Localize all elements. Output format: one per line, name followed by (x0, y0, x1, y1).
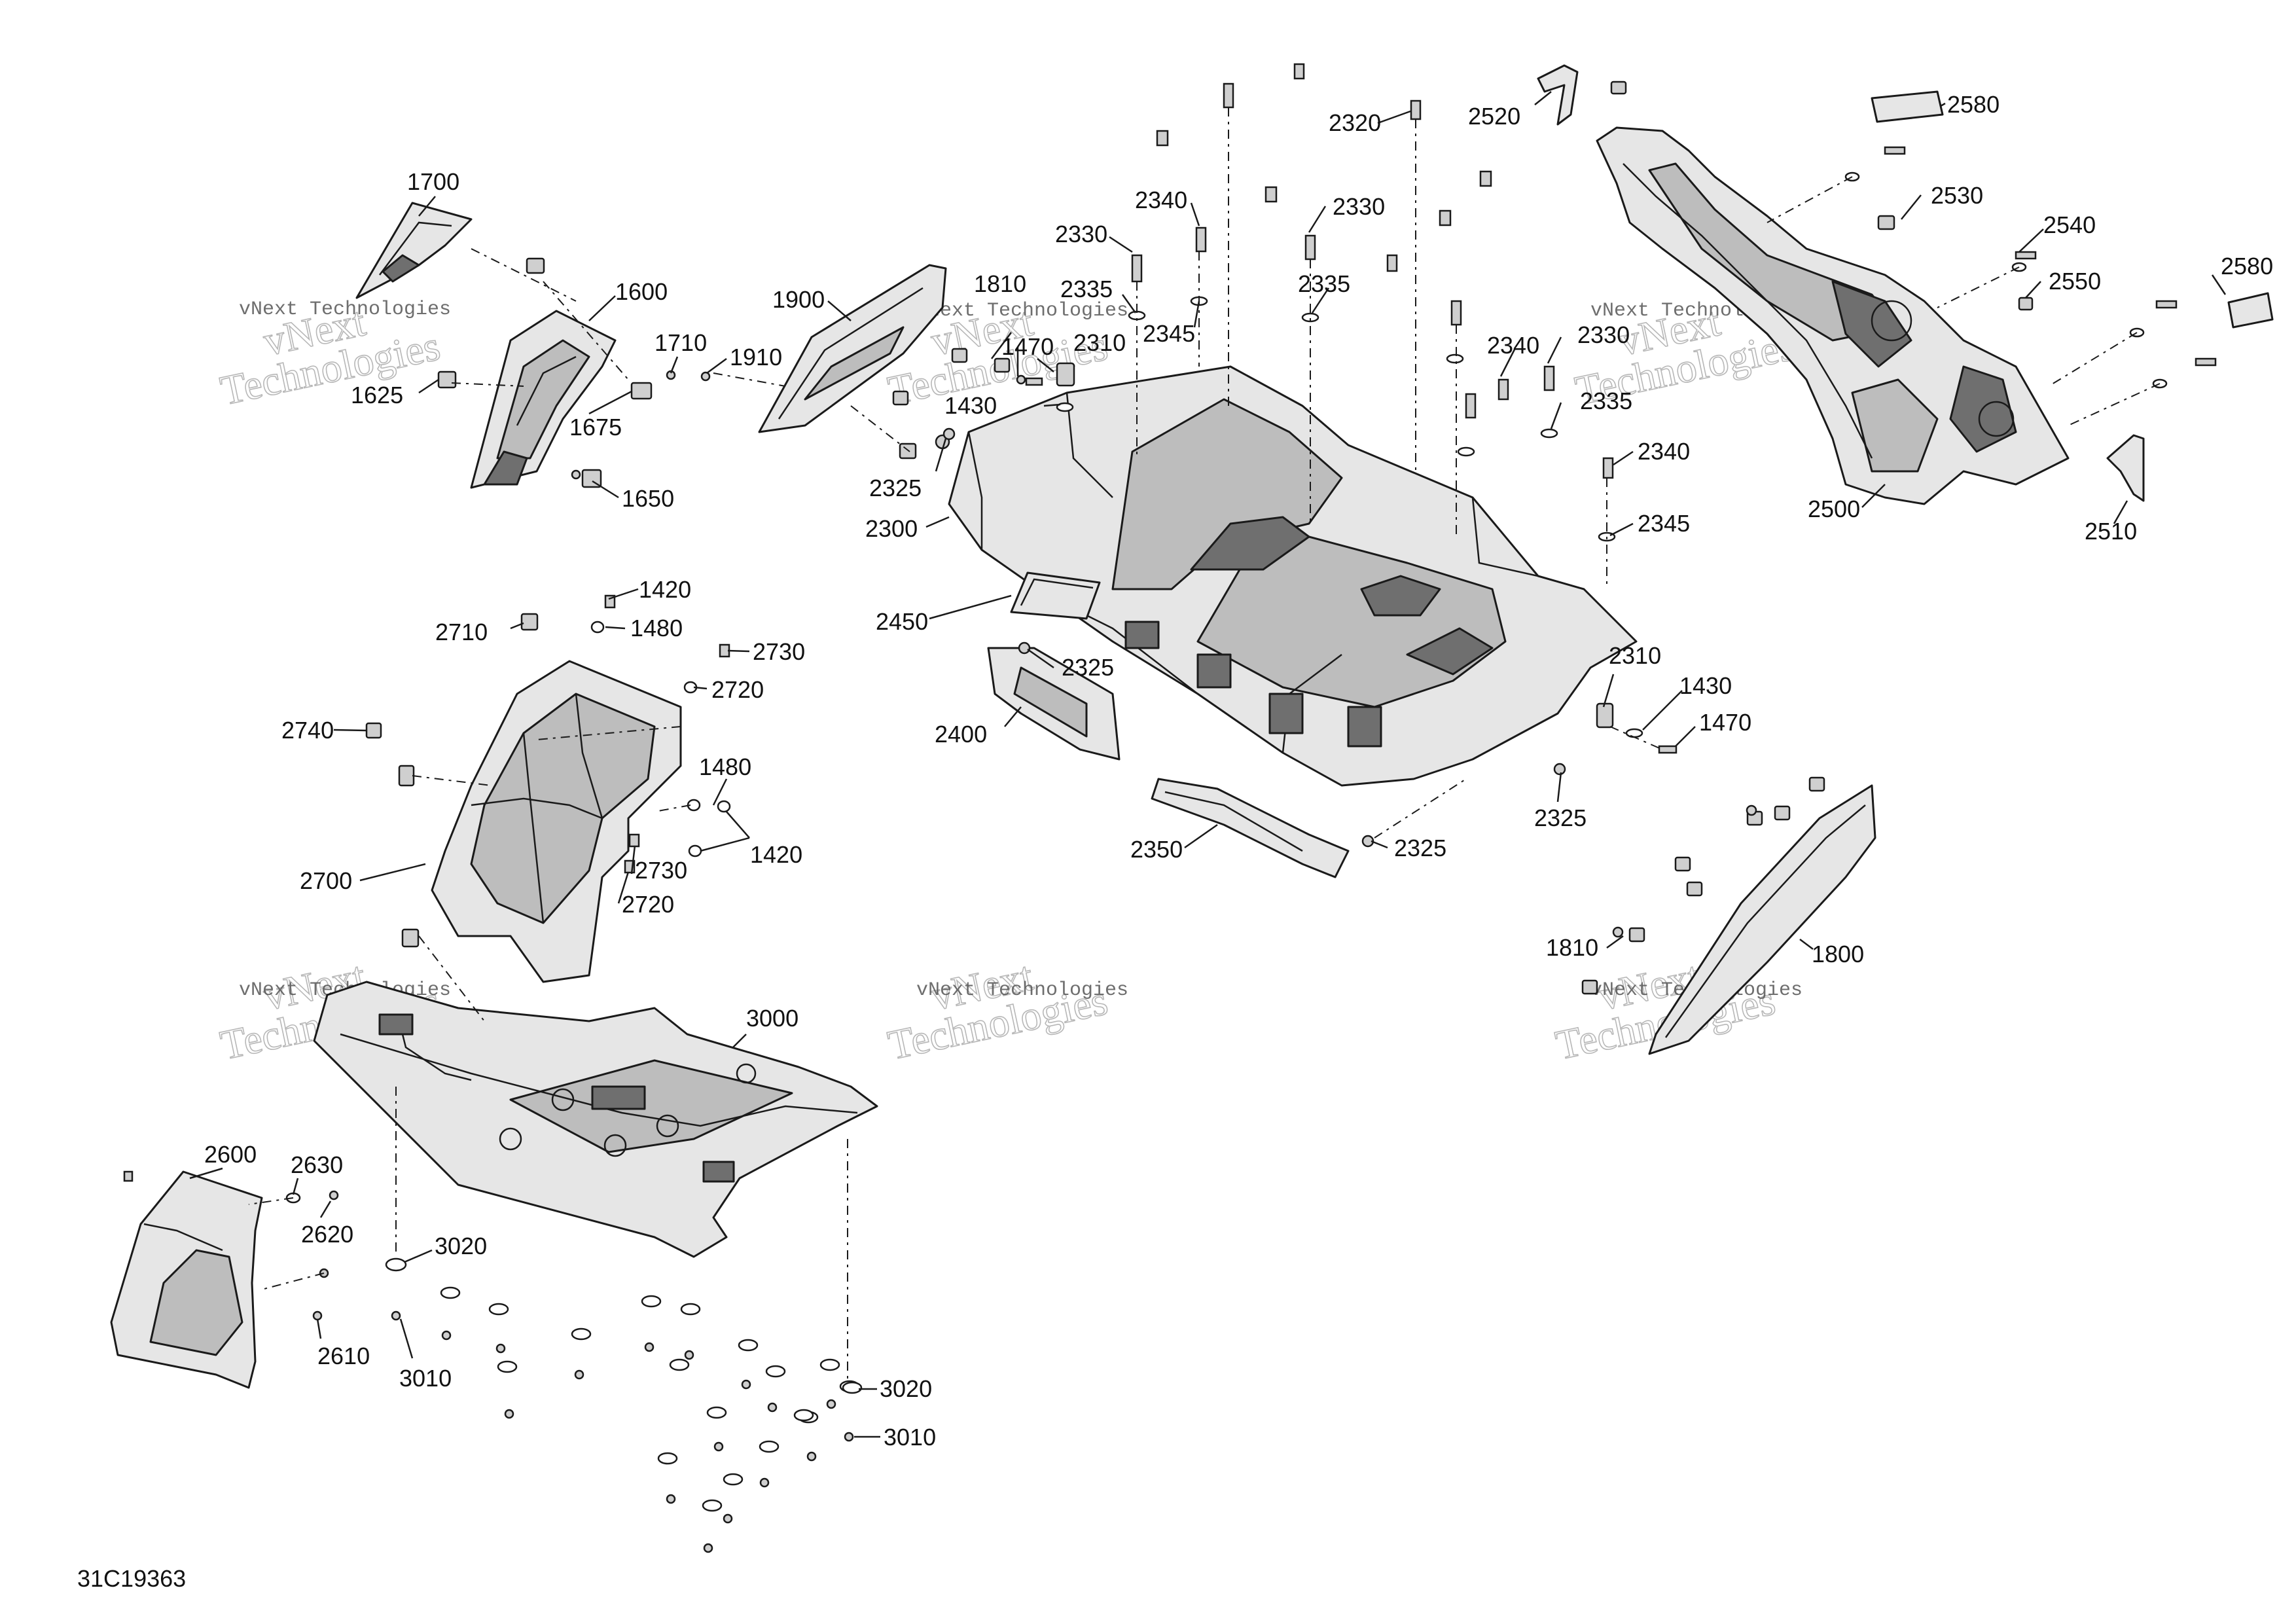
callout-2330-b: 2330 (1333, 193, 1385, 220)
callout-2350: 2350 (1130, 836, 1183, 863)
callout-1480-b: 1480 (699, 753, 751, 780)
callout-2310-b: 2310 (1609, 642, 1661, 669)
part-1800-panel (1648, 784, 1876, 1055)
callout-2540: 2540 (2043, 211, 2096, 238)
callout-2720-b: 2720 (622, 891, 674, 918)
callout-2530: 2530 (1931, 182, 1983, 209)
callout-1430-top: 1430 (944, 392, 997, 419)
watermark-small: vNext Technologies (239, 298, 451, 321)
callout-2340-a: 2340 (1135, 187, 1187, 213)
part-1600-side-panel (470, 310, 617, 489)
callout-2335-b: 2335 (1298, 270, 1350, 297)
part-2520-bracket (1537, 64, 1579, 126)
part-2510-bracket (2106, 434, 2145, 502)
callout-2730-a: 2730 (753, 638, 805, 665)
callout-2340-c: 2340 (1638, 438, 1690, 465)
callout-2330-a: 2330 (1055, 221, 1107, 247)
callout-1800: 1800 (1812, 941, 1864, 967)
callout-2630: 2630 (291, 1151, 343, 1178)
callout-3000: 3000 (746, 1005, 798, 1032)
callout-1650: 1650 (622, 485, 674, 512)
hardware-2300-lower (942, 362, 1677, 848)
callout-1470-b: 1470 (1699, 709, 1751, 736)
callout-1625: 1625 (351, 382, 403, 408)
callout-2720-a: 2720 (711, 676, 764, 703)
callout-1810-top: 1810 (974, 270, 1026, 297)
leader-lines (189, 91, 2227, 1438)
fastener-field-3010-3020 (385, 1257, 863, 1553)
callout-2320: 2320 (1329, 109, 1381, 136)
part-1900-panel (758, 264, 947, 433)
callout-3010-b: 3010 (884, 1424, 936, 1451)
callout-2310-top: 2310 (1073, 329, 1126, 356)
callout-1810-b: 1810 (1546, 934, 1598, 961)
part-3000-skid-plate (313, 981, 878, 1258)
callout-1710: 1710 (655, 329, 707, 356)
callout-2580-a: 2580 (1947, 91, 2000, 118)
callout-3020-a: 3020 (435, 1233, 487, 1259)
diagram-reference-code: 31C19363 (77, 1565, 186, 1592)
callout-2580-b: 2580 (2221, 253, 2273, 280)
callout-2335-a: 2335 (1060, 276, 1113, 302)
part-2300-cargo-box (948, 365, 1638, 787)
callout-1420-a: 1420 (639, 576, 691, 603)
callout-1910: 1910 (730, 344, 782, 370)
callout-2325-b: 2325 (1062, 654, 1114, 681)
watermark-small: vNext Technologies (916, 300, 1128, 322)
callout-2520: 2520 (1468, 103, 1520, 130)
callout-1480-a: 1480 (630, 615, 683, 641)
callout-2740: 2740 (281, 717, 334, 744)
part-2500-rear-frame (1596, 126, 2070, 505)
watermark-small: vNext Technologies (916, 979, 1128, 1001)
part-2580-tag (1871, 90, 1944, 123)
callout-2325-c: 2325 (1534, 804, 1587, 831)
callout-2450: 2450 (876, 608, 928, 635)
callout-2325-d: 2325 (1394, 835, 1446, 861)
callout-2730-b: 2730 (635, 857, 687, 884)
callout-2325-a: 2325 (869, 475, 922, 501)
callout-2610: 2610 (317, 1343, 370, 1369)
callout-3010-a: 3010 (399, 1365, 452, 1392)
part-1700-panel (355, 202, 473, 299)
hardware-1800-group (1581, 776, 1825, 995)
callout-3020-b: 3020 (880, 1375, 932, 1402)
callout-2345-b: 2345 (1638, 510, 1690, 537)
callout-2500: 2500 (1808, 496, 1860, 522)
callout-2335-c: 2335 (1580, 388, 1632, 414)
part-2600-guard (110, 1170, 263, 1389)
callout-1700: 1700 (407, 168, 459, 195)
hardware-2700-group (365, 594, 731, 948)
part-2450-cover (1010, 571, 1101, 620)
callout-2620: 2620 (301, 1221, 353, 1248)
callout-2340-b: 2340 (1487, 332, 1539, 359)
callout-2300: 2300 (865, 515, 918, 542)
callout-2550: 2550 (2049, 268, 2101, 295)
callout-2710: 2710 (435, 619, 488, 645)
part-2700-wheel-well (431, 660, 682, 983)
callout-1675: 1675 (569, 414, 622, 441)
callout-1900: 1900 (772, 286, 825, 313)
callout-2600: 2600 (204, 1141, 257, 1168)
callout-2330-c: 2330 (1577, 321, 1630, 348)
watermark: vNext Technologies (884, 952, 1112, 1069)
callout-1470-top: 1470 (1001, 333, 1054, 360)
callout-1420-b: 1420 (750, 841, 802, 868)
callout-labels: 1700 1600 1710 1625 1675 1650 1900 1910 … (204, 91, 2273, 1451)
callout-2400: 2400 (935, 721, 987, 748)
callout-1600: 1600 (615, 278, 668, 305)
part-2400-guard (987, 647, 1121, 761)
callout-1430-b: 1430 (1679, 672, 1732, 699)
callout-2510: 2510 (2085, 518, 2137, 545)
callout-2700: 2700 (300, 867, 352, 894)
part-2350-guard (1151, 778, 1350, 878)
part-2580-tag-right (2227, 292, 2274, 329)
callout-2345-a: 2345 (1143, 320, 1195, 347)
